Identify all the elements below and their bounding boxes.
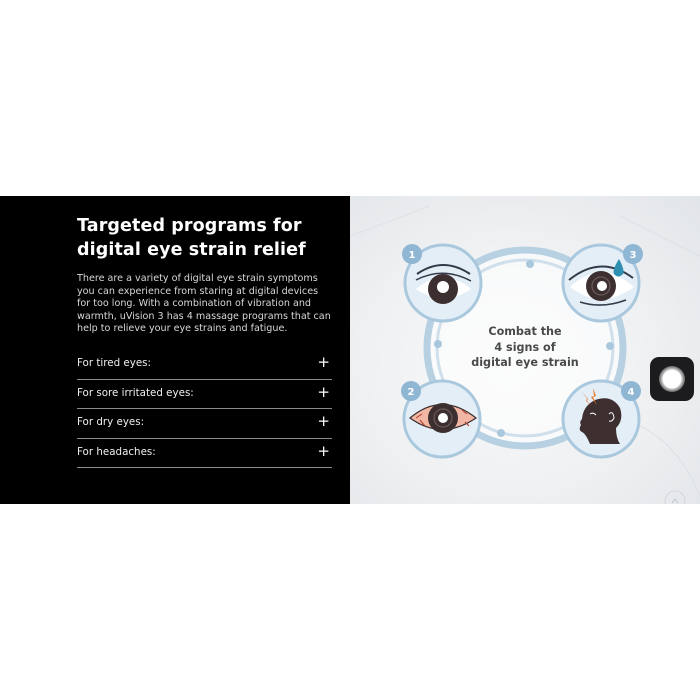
plus-icon[interactable]: + <box>317 382 330 401</box>
section-heading: Targeted programs for digital eye strain… <box>77 214 337 262</box>
red-irritated-eye-icon: 2 <box>401 379 482 459</box>
ring-node <box>526 260 534 268</box>
caption-line: 4 signs of <box>494 340 556 354</box>
description-line: for too long. With a combination of vibr… <box>77 298 312 309</box>
infographic-center-caption: Combat the 4 signs of digital eye strain <box>450 324 600 371</box>
svg-text:3: 3 <box>630 250 637 261</box>
ring-node <box>606 342 614 350</box>
plus-icon[interactable]: + <box>317 353 330 371</box>
svg-text:1: 1 <box>409 250 416 261</box>
feature-text-panel: Targeted programs for digital eye strain… <box>0 196 350 504</box>
description-line: There are a variety of digital eye strai… <box>77 273 318 284</box>
heading-line: Targeted programs for <box>77 216 302 236</box>
background-lines <box>350 205 700 504</box>
svg-text:2: 2 <box>408 387 415 398</box>
dry-eye-tear-icon: 3 <box>561 243 643 323</box>
svg-text:4: 4 <box>628 387 635 398</box>
program-accordion: For tired eyes: + For sore irritated eye… <box>77 350 332 468</box>
infographic-graphic: 1 3 <box>350 205 700 504</box>
accordion-item-sore-irritated-eyes[interactable]: For sore irritated eyes: + <box>77 380 332 409</box>
accordion-label: For sore irritated eyes: <box>77 386 194 399</box>
description-line: help to relieve your eye strains and fat… <box>77 323 288 334</box>
product-feature-section: Targeted programs for digital eye strain… <box>0 196 700 504</box>
plus-icon[interactable]: + <box>317 412 330 430</box>
heading-line: digital eye strain relief <box>77 240 306 260</box>
accordion-item-dry-eyes[interactable]: For dry eyes: + <box>77 409 332 439</box>
accordion-item-headaches[interactable]: For headaches: + <box>77 439 332 468</box>
plus-icon[interactable]: + <box>317 441 330 460</box>
description-line: warmth, uVision 3 has 4 massage programs… <box>77 310 331 322</box>
description-line: you can experience from staring at digit… <box>77 285 319 297</box>
accordion-label: For dry eyes: <box>77 416 145 428</box>
section-description: There are a variety of digital eye strai… <box>77 273 339 336</box>
eye-strain-infographic: 1 3 <box>350 196 700 504</box>
ring-node <box>434 340 442 348</box>
accordion-label: For headaches: <box>77 445 156 458</box>
headache-icon: 4 <box>561 379 641 459</box>
assistive-touch-icon <box>659 366 685 392</box>
accordion-label: For tired eyes: <box>77 357 152 369</box>
caption-line: Combat the <box>488 325 562 338</box>
accordion-item-tired-eyes[interactable]: For tired eyes: + <box>77 350 332 380</box>
ring-node <box>497 429 505 437</box>
tired-eye-icon: 1 <box>402 243 483 323</box>
assistive-touch-button[interactable] <box>650 357 694 401</box>
caption-line: digital eye strain <box>471 356 579 369</box>
